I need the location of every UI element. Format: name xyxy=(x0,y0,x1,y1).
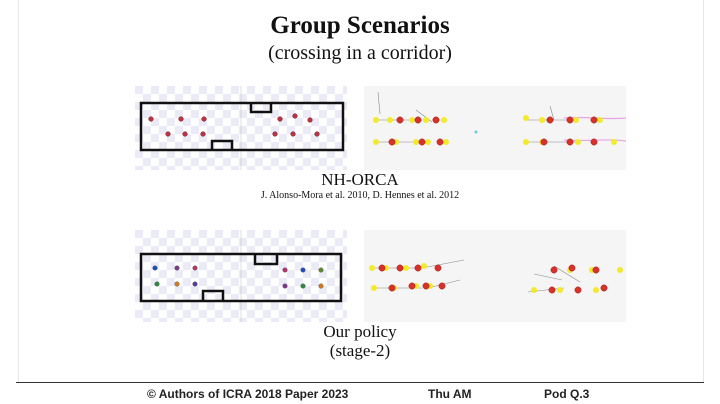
footer-session: Thu AM xyxy=(428,387,472,401)
policy-stage-caption: (stage-2) xyxy=(329,341,391,360)
policy-simulation-view xyxy=(364,230,626,322)
citation: J. Alonso-Mora et al. 2010, D. Hennes et… xyxy=(260,190,460,201)
footer-copyright: © Authors of ICRA 2018 Paper 2023 xyxy=(147,387,349,401)
slide-title: Group Scenarios xyxy=(270,12,450,39)
nh-orca-caption: NH-ORCA xyxy=(321,170,399,189)
footer-pod: Pod Q.3 xyxy=(544,387,590,401)
slide-subtitle: (crossing in a corridor) xyxy=(268,42,452,64)
footer-divider xyxy=(16,382,704,383)
nh-orca-corridor-map xyxy=(135,86,347,170)
nh-orca-simulation-view xyxy=(364,86,626,170)
policy-caption: Our policy xyxy=(323,322,397,341)
policy-corridor-map xyxy=(135,230,347,322)
